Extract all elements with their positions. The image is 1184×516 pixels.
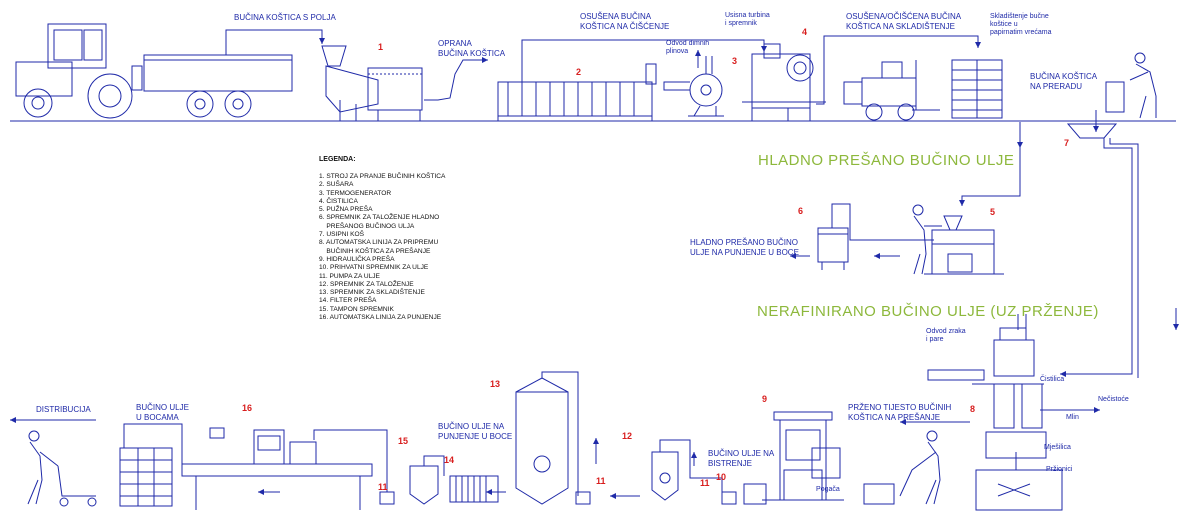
filter-press-icon	[449, 475, 499, 503]
hopper-icon	[1066, 110, 1118, 139]
pump-icon-right	[721, 491, 737, 505]
flow-arrow-washed	[424, 57, 488, 101]
equipment-number-10: 10	[716, 472, 727, 482]
label-flue: Odvod dimnih plinova	[666, 40, 710, 55]
equipment-number-15: 15	[398, 436, 409, 446]
tractor-icon	[15, 23, 143, 119]
equipment-number-4: 4	[802, 27, 808, 37]
equipment-number-11-left: 11	[378, 482, 388, 492]
label-oil-clarify: BUČINO ULJE NA BISTRENJE	[708, 449, 775, 468]
legend-item: 11. PUMPA ZA ULJE	[319, 272, 380, 280]
label-to-processing: BUČINA KOŠTICA NA PRERADU	[1030, 72, 1098, 91]
equipment-number-1: 1	[378, 42, 384, 52]
storage-bags-icon	[951, 59, 1003, 119]
legend-item: 7. USIPNI KOŠ	[319, 231, 365, 239]
storage-tank-icon	[515, 371, 579, 505]
equipment-number-7: 7	[1064, 138, 1070, 148]
label-air-exhaust: Odvod zraka i pare	[926, 328, 966, 343]
legend-item: 10. PRIHVATNI SPREMNIK ZA ULJE	[319, 264, 429, 272]
equipment-number-14: 14	[444, 455, 455, 465]
hydraulic-press-icon	[762, 411, 844, 501]
equipment-number-11-right: 11	[700, 478, 710, 488]
label-press-cake: Pogača	[816, 486, 840, 493]
worker-icon-trolley	[863, 430, 941, 505]
legend-item: 5. PUŽNA PREŠA	[319, 206, 373, 214]
dryer-icon	[497, 81, 653, 121]
legend-item: 6. SPREMNIK ZA TALOŽENJE HLADNO PREŠANOG…	[319, 214, 440, 230]
equipment-number-2: 2	[576, 67, 582, 77]
equipment-number-8: 8	[970, 404, 976, 414]
label-distribution: DISTRIBUCIJA	[36, 405, 91, 414]
label-roasted-dough: PRŽENO TIJESTO BUČINIH KOŠTICA NA PREŠAN…	[848, 403, 952, 422]
legend-item: 13. SPREMNIK ZA SKLADIŠTENJE	[319, 289, 425, 297]
section-title-cold: HLADNO PREŠANO BUČINO ULJE	[758, 152, 1015, 169]
legend-item: 16. AUTOMATSKA LINIJA ZA PUNJENJE	[319, 314, 442, 322]
equipment-number-5: 5	[990, 207, 996, 217]
worker-icon-top	[1105, 52, 1157, 119]
worker-icon-distribution	[27, 430, 97, 507]
label-dried-cleaning: OSUŠENA BUČINA KOŠTICA NA ČIŠĆENJE	[580, 12, 670, 31]
pipe-to-roasting-outer	[1109, 138, 1139, 378]
label-cold-oil-bottling: HLADNO PREŠANO BUČINO ULJE NA PUNJENJE U…	[690, 238, 799, 257]
settling-tank-cold-icon	[817, 203, 934, 270]
equipment-number-11-mid: 11	[596, 476, 606, 486]
legend-item: 3. TERMOGENERATOR	[319, 189, 392, 197]
label-roasters: Pržionici	[1046, 466, 1073, 473]
forklift-icon	[843, 60, 940, 121]
trailer-icon	[143, 54, 293, 118]
legend-item: 1. STROJ ZA PRANJE BUČINIH KOŠTICA	[319, 173, 446, 180]
flow-arrow-cold	[959, 148, 1021, 206]
label-from-field: BUČINA KOŠTICA S POLJA	[234, 13, 336, 22]
label-storage-bags: Skladištenje bučne koštice u papirnatim …	[990, 13, 1052, 36]
cleaner-icon	[742, 43, 826, 121]
worker-icon-cold	[912, 204, 942, 275]
legend: LEGENDA: 1. STROJ ZA PRANJE BUČINIH KOŠT…	[319, 156, 519, 322]
section-title-unrefined: NERAFINIRANO BUČINO ULJE (UZ PRŽENJE)	[757, 303, 1099, 320]
label-impurities: Nečistoće	[1098, 396, 1129, 403]
legend-item: 8. AUTOMATSKA LINIJA ZA PRIPREMU BUČINIH…	[319, 239, 439, 255]
legend-item: 4. ČISTILICA	[319, 197, 358, 205]
label-oil-bottling: BUČINO ULJE NA PUNJENJE U BOCE	[438, 422, 513, 441]
bottling-line-icon	[181, 427, 373, 510]
label-oil-bottles: BUČINO ULJE U BOCAMA	[136, 403, 189, 422]
legend-list: 1. STROJ ZA PRANJE BUČINIH KOŠTICA 2. SU…	[319, 173, 519, 322]
legend-title: LEGENDA:	[319, 156, 356, 163]
legend-item: 14. FILTER PREŠA	[319, 297, 377, 305]
roasting-line-icon	[927, 314, 1063, 511]
screw-press-icon	[924, 215, 1004, 275]
legend-item: 12. SPREMNIK ZA TALOŽENJE	[319, 280, 414, 288]
legend-item: 2. SUŠARA	[319, 181, 354, 189]
legend-item: 15. TAMPON SPREMNIK	[319, 305, 394, 313]
receiving-tank-icon	[743, 483, 767, 505]
label-mill: Mlin	[1066, 414, 1079, 421]
buffer-tank-icon	[409, 455, 445, 505]
settling-tank-icon	[651, 439, 723, 501]
bottle-pallet-icon	[119, 423, 183, 507]
label-suction: Usisna turbina i spremnik	[725, 12, 770, 27]
label-washed: OPRANA BUČINA KOŠTICA	[438, 39, 506, 58]
equipment-number-9: 9	[762, 394, 768, 404]
flow-arrow-dried	[521, 39, 767, 82]
equipment-number-6: 6	[798, 206, 804, 216]
thermogenerator-icon	[645, 56, 724, 117]
flow-arrow-field	[225, 29, 325, 55]
label-mixer: Mješilica	[1044, 444, 1071, 451]
equipment-number-16: 16	[242, 403, 253, 413]
pump-icon-left	[313, 429, 395, 505]
label-cleaned-storage: OSUŠENA/OČIŠĆENA BUČINA KOŠTICA NA SKLAD…	[846, 12, 962, 31]
pipe-to-roasting	[1060, 138, 1133, 377]
equipment-number-13: 13	[490, 379, 501, 389]
washing-machine-icon	[321, 45, 423, 121]
pump-icon-mid	[575, 491, 591, 505]
legend-item: 9. HIDRAULIČKA PREŠA	[319, 255, 395, 263]
flow-arrow-cleaned	[816, 35, 981, 105]
equipment-number-12: 12	[622, 431, 633, 441]
equipment-number-3: 3	[732, 56, 738, 66]
label-cleaner: Čistilica	[1040, 376, 1065, 383]
